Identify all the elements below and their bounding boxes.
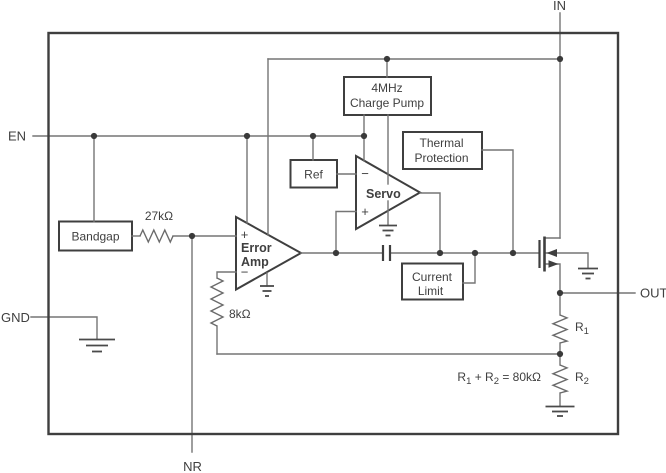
error-amp-plus-sign: + [241, 227, 249, 242]
resistor-27k-zigzag [139, 228, 174, 244]
chip-outline [47, 31, 620, 436]
junction-dot [360, 132, 368, 140]
current-limit-label-line2: Limit [418, 284, 444, 298]
junction-dot [332, 249, 340, 257]
ground-symbol-servo [379, 224, 397, 237]
thermal-label-line2: Protection [414, 151, 468, 165]
bandgap-label: Bandgap [71, 230, 119, 244]
resistor-27k-label: 27kΩ [145, 209, 173, 223]
pin-label-gnd: GND [1, 310, 30, 325]
charge-pump-label-line1: 4MHz [371, 81, 402, 95]
ref-label: Ref [304, 168, 323, 182]
pass-fet [538, 236, 559, 272]
junction-dot [188, 232, 196, 240]
junction-dot [243, 132, 251, 140]
thermal-label-line1: Thermal [419, 136, 463, 150]
bandgap-block [58, 220, 133, 252]
resistor-r2-zigzag [551, 364, 570, 394]
servo-plus-sign: + [361, 204, 369, 219]
error-amp-minus-sign: − [241, 265, 249, 280]
pin-label-out: OUT [640, 286, 666, 301]
junction-dot [90, 132, 98, 140]
wire-gnd-pin [30, 316, 98, 340]
resistors [139, 228, 570, 394]
charge-pump-label-line2: Charge Pump [350, 96, 424, 110]
resistor-r1-zigzag [551, 314, 570, 344]
resistor-8k-zigzag [209, 277, 225, 327]
thermal-protection-block [402, 131, 483, 170]
servo-minus-sign: − [361, 166, 369, 181]
ground-symbol-error-amp [260, 285, 274, 297]
junction-dot [309, 132, 317, 140]
current-limit-label-line1: Current [412, 270, 453, 284]
ground-symbol-r2 [545, 405, 575, 417]
junction-dot [556, 55, 564, 63]
ref-block [289, 159, 338, 189]
fet-source-arrow [548, 260, 559, 268]
wire-current-limit-to-gate [462, 252, 476, 284]
junction-dot [471, 249, 479, 257]
junction-dot [509, 249, 517, 257]
error-amp-label-line1: Error [241, 241, 272, 255]
ground-symbol-gnd-pin [79, 338, 115, 353]
capacitor [381, 245, 392, 261]
junction-dots [90, 55, 564, 358]
resistor-8k-label: 8kΩ [229, 307, 251, 321]
ground-symbol-fet-body [578, 267, 598, 280]
fet-body-arrow [546, 249, 557, 257]
resistor-r1-label: R1 [575, 320, 589, 337]
wires [30, 12, 636, 453]
junction-dot [556, 350, 564, 358]
error-amp-label-line2: Amp [241, 255, 269, 269]
wire-error-amp-minus-input [216, 271, 237, 279]
pin-label-en: EN [8, 129, 26, 144]
divider-equation: R1 + R2 = 80kΩ [457, 370, 541, 387]
wire-fet-body [544, 252, 589, 269]
wire-to-servo-plus [335, 210, 357, 254]
current-limit-block [401, 262, 464, 301]
junction-dot [383, 55, 391, 63]
wire-servo-output [419, 192, 441, 254]
pin-label-in: IN [553, 0, 566, 13]
wire-thermal-to-gate [481, 149, 514, 254]
servo-label: Servo [366, 187, 401, 201]
pin-label-nr: NR [183, 459, 202, 473]
resistor-r2-label: R2 [575, 370, 589, 387]
junction-dot [556, 289, 564, 297]
junction-dot [436, 249, 444, 257]
